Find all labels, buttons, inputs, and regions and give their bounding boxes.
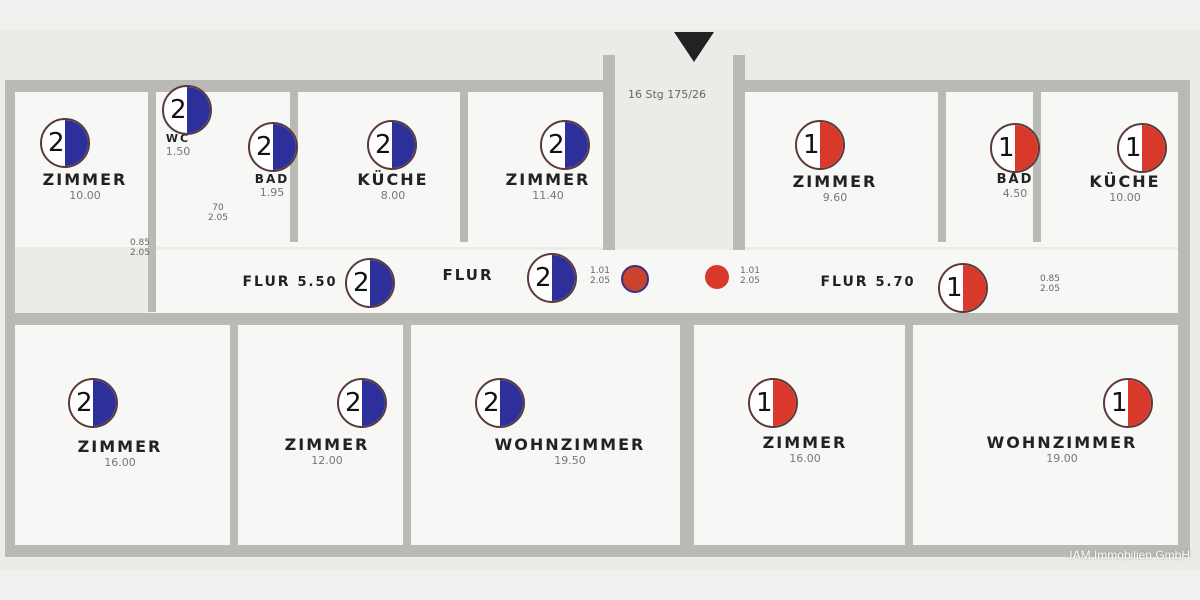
apartment-badge: 1: [1117, 123, 1167, 173]
apartment-badge: 2: [162, 85, 212, 135]
room-label: FLUR 5.70: [820, 274, 916, 290]
apartment-badge: 2: [540, 120, 590, 170]
door-marker-dot: [705, 265, 729, 289]
stairs-label: 16 Stg 175/26: [628, 88, 706, 101]
badge-fill: [963, 265, 986, 311]
wall: [5, 545, 1190, 557]
badge-fill: [773, 380, 796, 426]
wall: [733, 55, 745, 250]
apartment-badge: 1: [1103, 378, 1153, 428]
wall: [5, 80, 610, 92]
apartment-badge: 1: [748, 378, 798, 428]
badge-number: 2: [535, 263, 552, 293]
badge-number: 1: [756, 388, 773, 418]
badge-number: 2: [548, 130, 565, 160]
badge-number: 2: [345, 388, 362, 418]
badge-number: 1: [803, 130, 820, 160]
badge-fill: [370, 260, 393, 306]
corridor-area: [150, 250, 1180, 315]
apartment-badge: 1: [990, 123, 1040, 173]
badge-number: 2: [375, 130, 392, 160]
apartment-badge: 2: [68, 378, 118, 428]
badge-fill: [187, 87, 210, 133]
badge-fill: [273, 124, 296, 170]
apartment-badge: 1: [795, 120, 845, 170]
door-dimension: 1.01 2.05: [739, 266, 761, 286]
apartment-badge: 2: [367, 120, 417, 170]
badge-fill: [1015, 125, 1038, 171]
badge-number: 2: [76, 388, 93, 418]
wall: [460, 92, 468, 242]
room-label: FLUR 5.50: [242, 274, 338, 290]
badge-number: 1: [1111, 388, 1128, 418]
apartment-badge: 2: [527, 253, 577, 303]
apartment-badge: 2: [337, 378, 387, 428]
apartment-badge: 2: [40, 118, 90, 168]
entrance-arrow-icon: [674, 32, 714, 62]
apartment-badge: 2: [248, 122, 298, 172]
badge-number: 2: [483, 388, 500, 418]
room-area: [15, 92, 605, 247]
badge-number: 2: [170, 95, 187, 125]
door-dimension: 0.85 2.05: [1039, 274, 1061, 294]
badge-fill: [65, 120, 88, 166]
badge-number: 2: [48, 128, 65, 158]
wall: [905, 325, 913, 547]
apartment-badge: 2: [345, 258, 395, 308]
room-label: FLUR: [442, 266, 494, 284]
watermark: IAM Immobilien GmbH: [1069, 548, 1190, 562]
room-area: [745, 92, 1180, 247]
apartment-badge: 1: [938, 263, 988, 313]
badge-fill: [362, 380, 385, 426]
door-dimension: 70 2.05: [207, 203, 229, 223]
door-marker-dot: [621, 265, 649, 293]
badge-number: 1: [946, 273, 963, 303]
wall: [603, 55, 615, 250]
wall: [735, 80, 1190, 92]
badge-fill: [392, 122, 415, 168]
wall: [403, 325, 411, 547]
room-area: [15, 325, 1180, 547]
wall: [230, 325, 238, 547]
wall: [148, 92, 156, 312]
badge-fill: [565, 122, 588, 168]
door-dimension: 1.01 2.05: [589, 266, 611, 286]
badge-number: 2: [353, 268, 370, 298]
wall: [938, 92, 946, 242]
apartment-badge: 2: [475, 378, 525, 428]
door-dimension: 0.85 2.05: [129, 238, 151, 258]
wall: [680, 325, 694, 547]
badge-fill: [820, 122, 843, 168]
badge-number: 2: [256, 132, 273, 162]
badge-number: 1: [998, 133, 1015, 163]
wall: [5, 313, 1190, 325]
badge-fill: [1142, 125, 1165, 171]
badge-number: 1: [1125, 133, 1142, 163]
badge-fill: [552, 255, 575, 301]
badge-fill: [93, 380, 116, 426]
badge-fill: [1128, 380, 1151, 426]
badge-fill: [500, 380, 523, 426]
